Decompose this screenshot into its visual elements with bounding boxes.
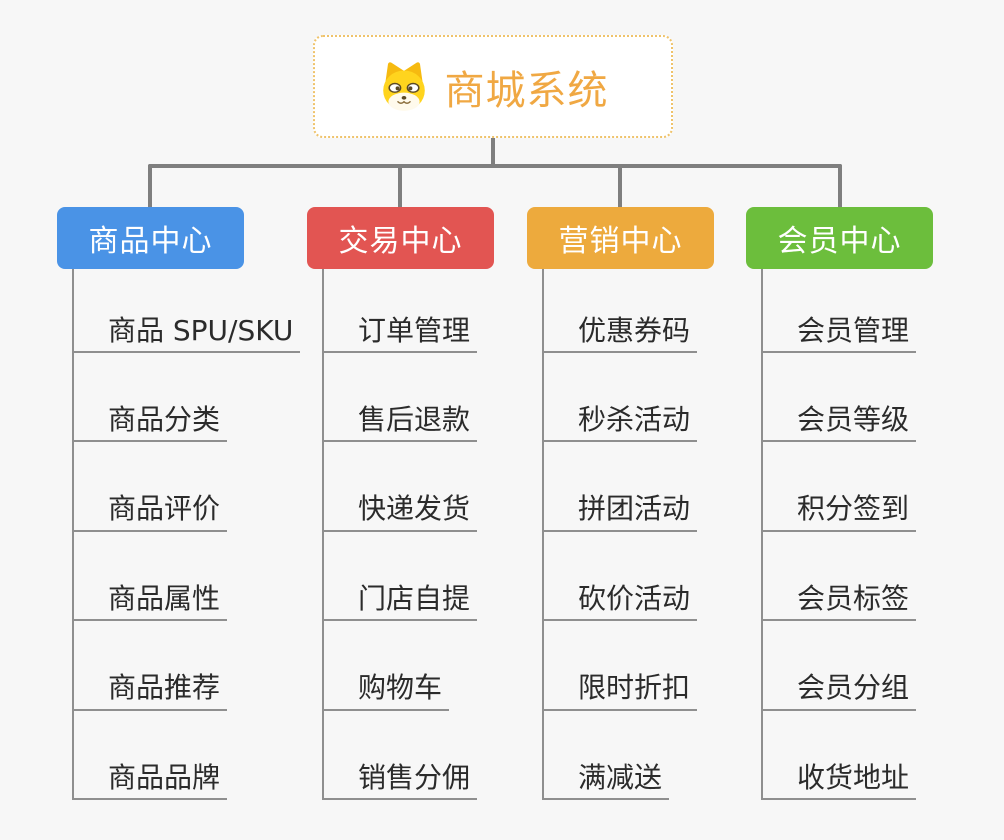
branch-label: 商品中心 bbox=[88, 224, 213, 259]
branch-item[interactable]: 积分签到 bbox=[763, 442, 917, 532]
branch-item[interactable]: 商品评价 bbox=[74, 442, 228, 532]
branch-item[interactable]: 会员标签 bbox=[763, 532, 917, 622]
branch-3: 营销中心 优惠券码秒杀活动拼团活动砍价活动限时折扣满减送 bbox=[527, 207, 714, 800]
branch-item[interactable]: 拼团活动 bbox=[544, 442, 698, 532]
branch-item-list: 会员管理会员等级积分签到会员标签会员分组收货地址 bbox=[761, 269, 917, 800]
branch-item[interactable]: 商品 SPU/SKU bbox=[74, 269, 301, 353]
branch-item[interactable]: 销售分佣 bbox=[324, 711, 478, 800]
branch-header[interactable]: 会员中心 bbox=[746, 207, 933, 269]
branch-item[interactable]: 商品推荐 bbox=[74, 621, 228, 711]
branch-item[interactable]: 秒杀活动 bbox=[544, 353, 698, 443]
branch-header[interactable]: 商品中心 bbox=[57, 207, 244, 269]
branch-item-list: 优惠券码秒杀活动拼团活动砍价活动限时折扣满减送 bbox=[542, 269, 698, 800]
branch-item[interactable]: 会员等级 bbox=[763, 353, 917, 443]
branch-item-list: 订单管理售后退款快递发货门店自提购物车销售分佣 bbox=[322, 269, 478, 800]
branch-item[interactable]: 快递发货 bbox=[324, 442, 478, 532]
branch-item[interactable]: 商品品牌 bbox=[74, 711, 228, 800]
branch-header[interactable]: 营销中心 bbox=[527, 207, 714, 269]
branch-4: 会员中心 会员管理会员等级积分签到会员标签会员分组收货地址 bbox=[746, 207, 933, 800]
branch-item[interactable]: 砍价活动 bbox=[544, 532, 698, 622]
branch-drop-lines bbox=[148, 164, 842, 209]
branch-item[interactable]: 会员分组 bbox=[763, 621, 917, 711]
branch-2: 交易中心 订单管理售后退款快递发货门店自提购物车销售分佣 bbox=[307, 207, 494, 800]
dog-face-icon bbox=[382, 61, 425, 111]
branch-item[interactable]: 满减送 bbox=[544, 711, 670, 800]
branch-item[interactable]: 会员管理 bbox=[763, 269, 917, 353]
branch-header[interactable]: 交易中心 bbox=[307, 207, 494, 269]
branch-item[interactable]: 限时折扣 bbox=[544, 621, 698, 711]
root-title: 商城系统 bbox=[444, 67, 609, 114]
branch-item[interactable]: 门店自提 bbox=[324, 532, 478, 622]
branch-label: 营销中心 bbox=[558, 224, 683, 259]
branch-item[interactable]: 商品分类 bbox=[74, 353, 228, 443]
branch-item[interactable]: 优惠券码 bbox=[544, 269, 698, 353]
branch-item[interactable]: 商品属性 bbox=[74, 532, 228, 622]
branch-item[interactable]: 订单管理 bbox=[324, 269, 478, 353]
branch-item[interactable]: 收货地址 bbox=[763, 711, 917, 800]
branch-item[interactable]: 售后退款 bbox=[324, 353, 478, 443]
branch-label: 会员中心 bbox=[777, 224, 902, 259]
branch-item[interactable]: 购物车 bbox=[324, 621, 450, 711]
branch-label: 交易中心 bbox=[338, 224, 463, 259]
root-node[interactable]: 商城系统 bbox=[313, 35, 673, 138]
